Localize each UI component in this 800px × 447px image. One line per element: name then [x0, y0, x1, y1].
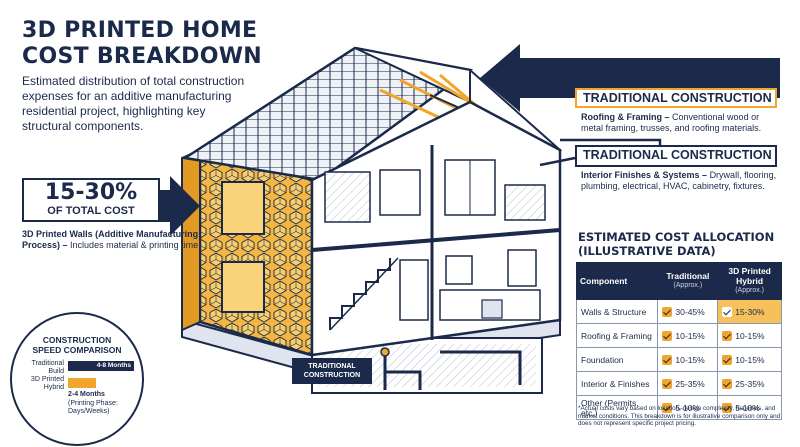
wall-window-upper	[221, 181, 265, 235]
row-traditional: 10-15%	[657, 347, 719, 372]
row-hybrid: 5-10%	[717, 395, 782, 420]
row-hybrid-value: 5-10%	[735, 402, 760, 413]
page-title: 3D PRINTED HOME COST BREAKDOWN	[22, 18, 282, 70]
speed-hybrid-sub: (Printing Phase: Days/Weeks)	[68, 399, 118, 416]
header-traditional-sub: (Approx.)	[673, 282, 703, 289]
row-hybrid-value: 15-30%	[735, 306, 765, 317]
row-hybrid: 10-15%	[717, 347, 782, 372]
check-icon	[722, 330, 733, 341]
row-hybrid: 25-35%	[717, 371, 782, 396]
row-hybrid-value: 10-15%	[735, 330, 765, 341]
table-row: Walls & Structure 30-45% 15-30%	[575, 299, 782, 324]
floor-divider	[311, 228, 561, 252]
table-header-row: Component Traditional (Approx.) 3D Print…	[575, 262, 782, 300]
roofing-heading: TRADITIONAL CONSTRUCTION	[575, 88, 777, 108]
header-hybrid-sub: (Approx.)	[735, 287, 765, 294]
walls-label-bold: 3D Printed Walls (Additive Manufacturing…	[22, 229, 199, 250]
row-hybrid-value: 10-15%	[735, 354, 765, 365]
table-row: Foundation 10-15% 10-15%	[575, 347, 782, 372]
check-icon	[722, 354, 733, 365]
allocation-title-line2: (ILLUSTRATIVE DATA)	[578, 244, 716, 258]
row-traditional: 5-10%	[657, 395, 719, 420]
walls-label: 3D Printed Walls (Additive Manufacturing…	[22, 229, 202, 251]
speed-traditional-bar: 4-8 Months	[68, 361, 134, 371]
check-icon	[722, 402, 733, 413]
row-traditional: 10-15%	[657, 323, 719, 348]
interior-desc-rest: Drywall, flooring, plumbing, electrical,…	[581, 170, 777, 191]
table-row: Interior & Finishes 25-35% 25-35%	[575, 371, 782, 396]
header-hybrid-label: 3D Printed Hybrid	[728, 266, 771, 286]
roofing-desc: Roofing & Framing – Conventional wood or…	[581, 112, 781, 134]
header-component: Component	[575, 262, 659, 300]
pipes	[383, 350, 522, 390]
row-hybrid-value: 25-35%	[735, 378, 765, 389]
row-traditional-value: 30-45%	[675, 306, 705, 317]
speed-title: CONSTRUCTION SPEED COMPARISON	[14, 335, 140, 355]
check-icon	[662, 306, 673, 317]
title-line-2: COST BREAKDOWN	[22, 44, 263, 69]
header-hybrid: 3D Printed Hybrid (Approx.)	[717, 262, 782, 300]
intro-text: Estimated distribution of total construc…	[22, 74, 245, 133]
check-icon	[662, 378, 673, 389]
table-row: Other (Permits, etc.) 5-10% 5-10%	[575, 395, 782, 420]
lower-door	[399, 259, 429, 321]
walls-percent-sub: OF TOTAL COST	[47, 205, 135, 217]
check-icon	[662, 330, 673, 341]
speed-title-line1: CONSTRUCTION	[42, 335, 112, 345]
foundation-badge: TRADITIONAL CONSTRUCTION	[292, 358, 372, 384]
row-traditional-value: 25-35%	[675, 378, 705, 389]
speed-hybrid-value: 2-4 Months	[68, 391, 105, 398]
row-traditional-value: 5-10%	[675, 402, 700, 413]
table-row: Roofing & Framing 10-15% 10-15%	[575, 323, 782, 348]
speed-title-line2: SPEED COMPARISON	[32, 345, 122, 355]
upper-door	[379, 169, 421, 216]
check-icon	[662, 402, 673, 413]
row-traditional-value: 10-15%	[675, 354, 705, 365]
footnote: *Actual costs vary based on location, de…	[578, 405, 781, 428]
title-line-1: 3D PRINTED HOME	[22, 18, 258, 43]
header-traditional: Traditional (Approx.)	[657, 262, 719, 300]
row-component: Interior & Finishes	[575, 371, 659, 396]
pipe-valve	[380, 347, 390, 357]
row-component: Walls & Structure	[575, 299, 659, 324]
upper-room-left	[324, 171, 371, 223]
printed-wall-front	[198, 148, 314, 357]
check-icon	[662, 354, 673, 365]
speed-traditional-label: Traditional Build	[31, 360, 64, 375]
roofing-desc-rest: Conventional wood or metal framing, trus…	[581, 112, 762, 133]
row-traditional: 25-35%	[657, 371, 719, 396]
interior-desc: Interior Finishes & Systems – Drywall, f…	[581, 170, 786, 192]
row-component: Other (Permits, etc.)	[575, 395, 659, 420]
check-icon	[722, 306, 733, 317]
wall-window-lower	[221, 261, 265, 313]
row-component: Foundation	[575, 347, 659, 372]
row-traditional: 30-45%	[657, 299, 719, 324]
allocation-table: Component Traditional (Approx.) 3D Print…	[575, 262, 782, 420]
speed-hybrid-bar	[68, 378, 96, 388]
walls-label-rest: Includes material & printing time.	[70, 240, 201, 250]
stairs	[329, 258, 391, 330]
row-hybrid: 10-15%	[717, 323, 782, 348]
interior-heading: TRADITIONAL CONSTRUCTION	[575, 145, 777, 167]
walls-percent: 15-30%	[44, 180, 138, 205]
walls-percent-box: 15-30% OF TOTAL COST	[22, 178, 160, 222]
row-traditional-value: 10-15%	[675, 330, 705, 341]
foundation-badge-line1: TRADITIONAL	[308, 363, 356, 370]
header-traditional-label: Traditional	[666, 271, 710, 281]
interior-desc-bold: Interior Finishes & Systems –	[581, 170, 708, 180]
row-component: Roofing & Framing	[575, 323, 659, 348]
row-hybrid: 15-30%	[717, 299, 782, 324]
allocation-title: ESTIMATED COST ALLOCATION (ILLUSTRATIVE …	[578, 230, 788, 258]
speed-hybrid-label: 3D Printed Hybrid	[30, 376, 64, 391]
check-icon	[722, 378, 733, 389]
foundation-badge-line2: CONSTRUCTION	[303, 372, 361, 379]
allocation-title-line1: ESTIMATED COST ALLOCATION	[578, 230, 775, 244]
roofing-desc-bold: Roofing & Framing –	[581, 112, 670, 122]
speed-hybrid-note: 2-4 Months (Printing Phase: Days/Weeks)	[68, 391, 138, 417]
